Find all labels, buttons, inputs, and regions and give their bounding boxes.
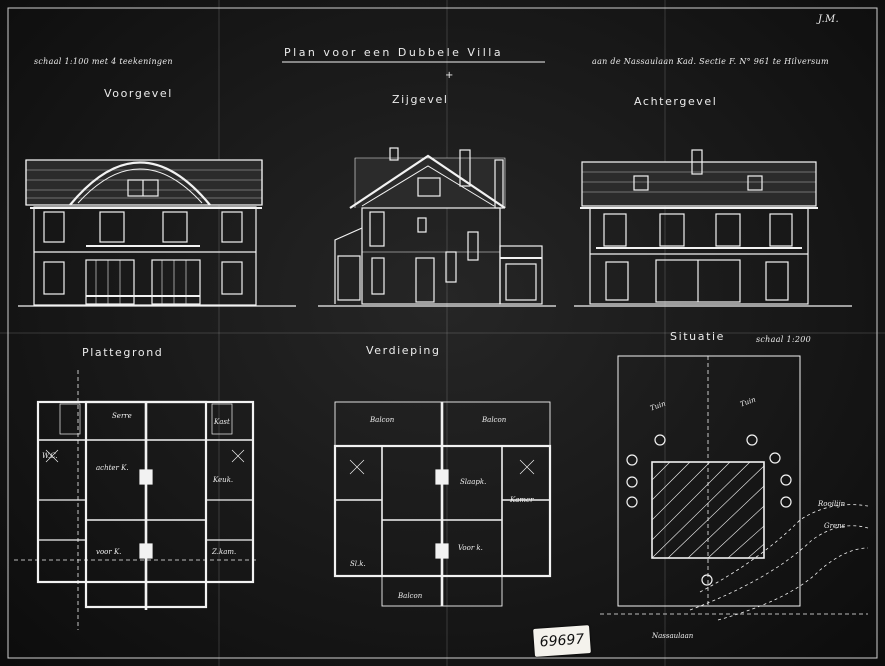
side-elevation-drawing <box>318 147 556 307</box>
upper-voork: Voor k. <box>458 544 483 552</box>
room-keuken: Keuk. <box>213 476 234 484</box>
fold-line-vertical-mid <box>446 0 448 666</box>
site-road-1: Rooilijn <box>818 500 846 508</box>
site-street: Nassaulaan <box>652 632 694 640</box>
sheet-border <box>7 7 878 659</box>
fold-line-horizontal <box>0 332 885 334</box>
room-achter-kamer: achter K. <box>96 464 129 472</box>
archive-stamp: 69697 <box>533 625 591 657</box>
ground-plan-heading: Plattegrond <box>82 346 164 359</box>
upper-kamer: Kamer <box>510 496 534 504</box>
rear-elevation-drawing <box>574 149 852 307</box>
site-plan-scale: schaal 1:200 <box>756 335 812 344</box>
upper-slk: Sl.k. <box>350 560 366 568</box>
title-ampersand: + <box>445 70 456 81</box>
upper-plan-heading: Verdieping <box>366 344 441 357</box>
front-elevation-heading: Voorgevel <box>104 87 173 100</box>
site-road-2: Grens <box>824 522 846 530</box>
ground-floor-plan <box>14 370 258 630</box>
upper-balcon-bottom: Balcon <box>398 592 423 600</box>
upper-balcon-left: Balcon <box>370 416 395 424</box>
signature: J.M. <box>818 14 840 25</box>
upper-slaapkamer: Slaapk. <box>460 478 487 486</box>
room-zijkamer: Z.kam. <box>212 548 237 556</box>
upper-balcon-right: Balcon <box>482 416 507 424</box>
location-note: aan de Nassaulaan Kad. Sectie F. N° 961 … <box>592 57 829 66</box>
sheet-title: Plan voor een Dubbele Villa <box>284 46 504 59</box>
upper-floor-plan <box>333 401 552 607</box>
fold-line-vertical-left <box>218 0 220 666</box>
fold-line-vertical-right <box>664 0 666 666</box>
site-plan <box>600 355 869 621</box>
room-voor-kamer: voor K. <box>96 548 122 556</box>
side-elevation-heading: Zijgevel <box>392 93 449 106</box>
scale-note: schaal 1:100 met 4 teekeningen <box>34 57 173 66</box>
site-plan-heading: Situatie <box>670 330 726 343</box>
front-elevation-drawing <box>18 159 296 307</box>
room-serre: Serre <box>112 412 132 420</box>
room-wc: W.C. <box>42 452 58 460</box>
rear-elevation-heading: Achtergevel <box>634 95 718 108</box>
room-kast: Kast <box>214 418 230 426</box>
